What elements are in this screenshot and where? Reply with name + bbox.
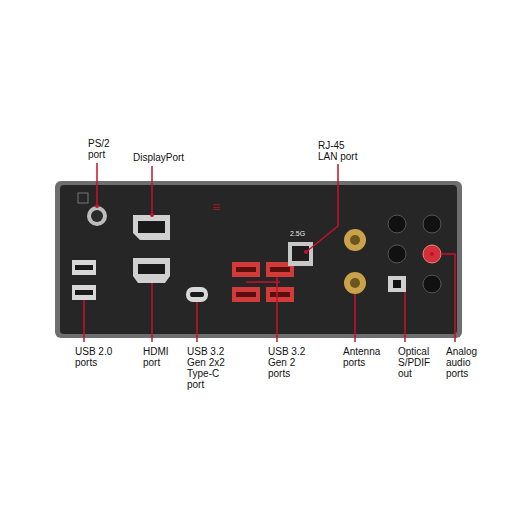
leader-line	[246, 277, 280, 342]
ps2-socket	[91, 210, 103, 222]
panel-frame	[55, 181, 462, 338]
hdmi-slot	[138, 264, 165, 274]
audio-jack	[388, 215, 406, 233]
type-c-port	[186, 287, 208, 302]
callout-label: Antenna ports	[343, 346, 385, 368]
displayport-slot	[138, 221, 165, 233]
optical-socket	[393, 280, 401, 288]
rj45-socket	[292, 246, 309, 261]
callout-label: HDMI port	[143, 346, 175, 368]
leader-line	[151, 283, 153, 342]
audio-jack	[423, 215, 441, 233]
antenna-core	[350, 278, 360, 288]
usb32-port	[232, 262, 260, 277]
leader-dots	[95, 204, 434, 256]
displayport-port	[133, 215, 170, 240]
leader-dot	[95, 204, 99, 208]
type-c-slot	[190, 292, 204, 297]
callout-label: RJ-45 LAN port	[318, 140, 366, 162]
callout-label: USB 3.2 Gen 2x2 Type-C port	[187, 346, 233, 390]
optical-port	[388, 276, 406, 292]
leader-line	[306, 164, 338, 252]
leader-dot	[150, 213, 154, 217]
leader-line	[151, 166, 153, 215]
rj45-port	[288, 242, 313, 266]
usb2-port	[72, 260, 96, 275]
antenna-core	[350, 235, 360, 245]
audio-jack-red	[423, 245, 441, 263]
leader-line	[196, 302, 198, 342]
leader-line	[354, 294, 356, 342]
io-shield	[60, 185, 457, 334]
usb2-slot	[75, 265, 93, 270]
leader-dot	[430, 252, 434, 256]
callout-label: DisplayPort	[133, 152, 184, 163]
callout-label: USB 3.2 Gen 2 ports	[268, 346, 310, 379]
usb2-slot	[75, 290, 93, 295]
leader-line	[441, 254, 455, 342]
antenna-port	[344, 229, 366, 251]
usb32-slot	[270, 292, 290, 297]
logo-mark: ≡	[212, 199, 220, 215]
usb32-slot	[236, 267, 256, 272]
usb32-slot	[236, 292, 256, 297]
hdmi-port	[133, 258, 170, 283]
usb32-slot	[270, 267, 290, 272]
audio-jack	[388, 245, 406, 263]
port-marking: 2.5G	[290, 230, 305, 238]
usb32-port	[266, 287, 294, 302]
leader-line	[83, 300, 85, 342]
callout-label: PS/2 port	[88, 138, 116, 160]
callout-label: USB 2.0 ports	[75, 346, 117, 368]
callout-label: Optical S/PDIF out	[398, 346, 436, 379]
audio-jack	[423, 275, 441, 293]
usb32-port	[232, 287, 260, 302]
callout-label: Analog audio ports	[446, 346, 486, 379]
usb2-port	[72, 285, 96, 300]
antenna-port	[344, 272, 366, 294]
ps2-port	[87, 206, 107, 226]
shield-icon	[78, 193, 88, 203]
leader-line	[404, 292, 406, 342]
leader-line	[96, 163, 98, 206]
leader-dot	[304, 250, 308, 254]
leader-lines	[84, 163, 455, 342]
